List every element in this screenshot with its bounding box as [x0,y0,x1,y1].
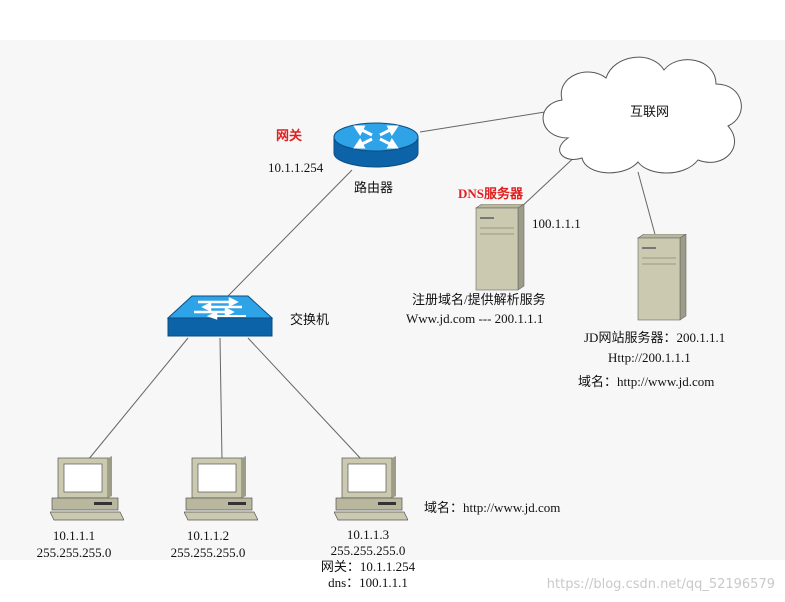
pc-1-mask: 255.255.255.0 [36,545,112,560]
dns-record: Www.jd.com --- 200.1.1.1 [406,311,544,326]
web-server-domain: 域名：http://www.jd.com [578,374,715,389]
link-router-switch [227,169,353,297]
web-server-address: JD网站服务器：200.1.1.1 [584,330,726,345]
dns-server-ip: 100.1.1.1 [532,216,581,231]
gateway-ip: 10.1.1.254 [268,160,324,175]
link-switch-pc2 [219,337,223,461]
pc-2-icon [183,456,259,526]
pc-2-mask: 255.255.255.0 [170,545,246,560]
pc-1-ip: 10.1.1.1 [52,528,96,543]
link-internet-dns [517,151,581,211]
dns-server-title: DNS服务器 [458,186,524,201]
pc-3-ip: 10.1.1.3 [346,527,390,542]
pc-3-dns: dns：100.1.1.1 [328,575,408,590]
pc-3-gateway: 网关：10.1.1.254 [320,559,416,574]
router-label: 路由器 [354,180,394,195]
switch-label: 交换机 [290,312,330,327]
dns-server-desc: 注册域名/提供解析服务 [412,292,546,307]
internet-label: 互联网 [630,104,670,119]
link-internet-web [637,171,657,239]
internet-cloud [528,46,756,180]
switch-icon [164,292,276,346]
watermark: https://blog.csdn.net/qq_52196579 [546,577,775,592]
router-icon [330,115,422,179]
pc-2-ip: 10.1.1.2 [186,528,230,543]
web-server-icon [632,233,688,326]
dns-server-icon [470,203,526,296]
pc-3-icon [333,456,409,526]
pc-1-icon [49,456,125,526]
pc-3-mask: 255.255.255.0 [330,543,406,558]
link-router-internet [419,111,546,133]
web-server-url: Http://200.1.1.1 [608,350,691,365]
pc-3-domain: 域名：http://www.jd.com [424,500,561,515]
link-switch-pc1 [87,337,189,461]
gateway-tag: 网关 [276,128,303,143]
link-switch-pc3 [247,337,363,461]
